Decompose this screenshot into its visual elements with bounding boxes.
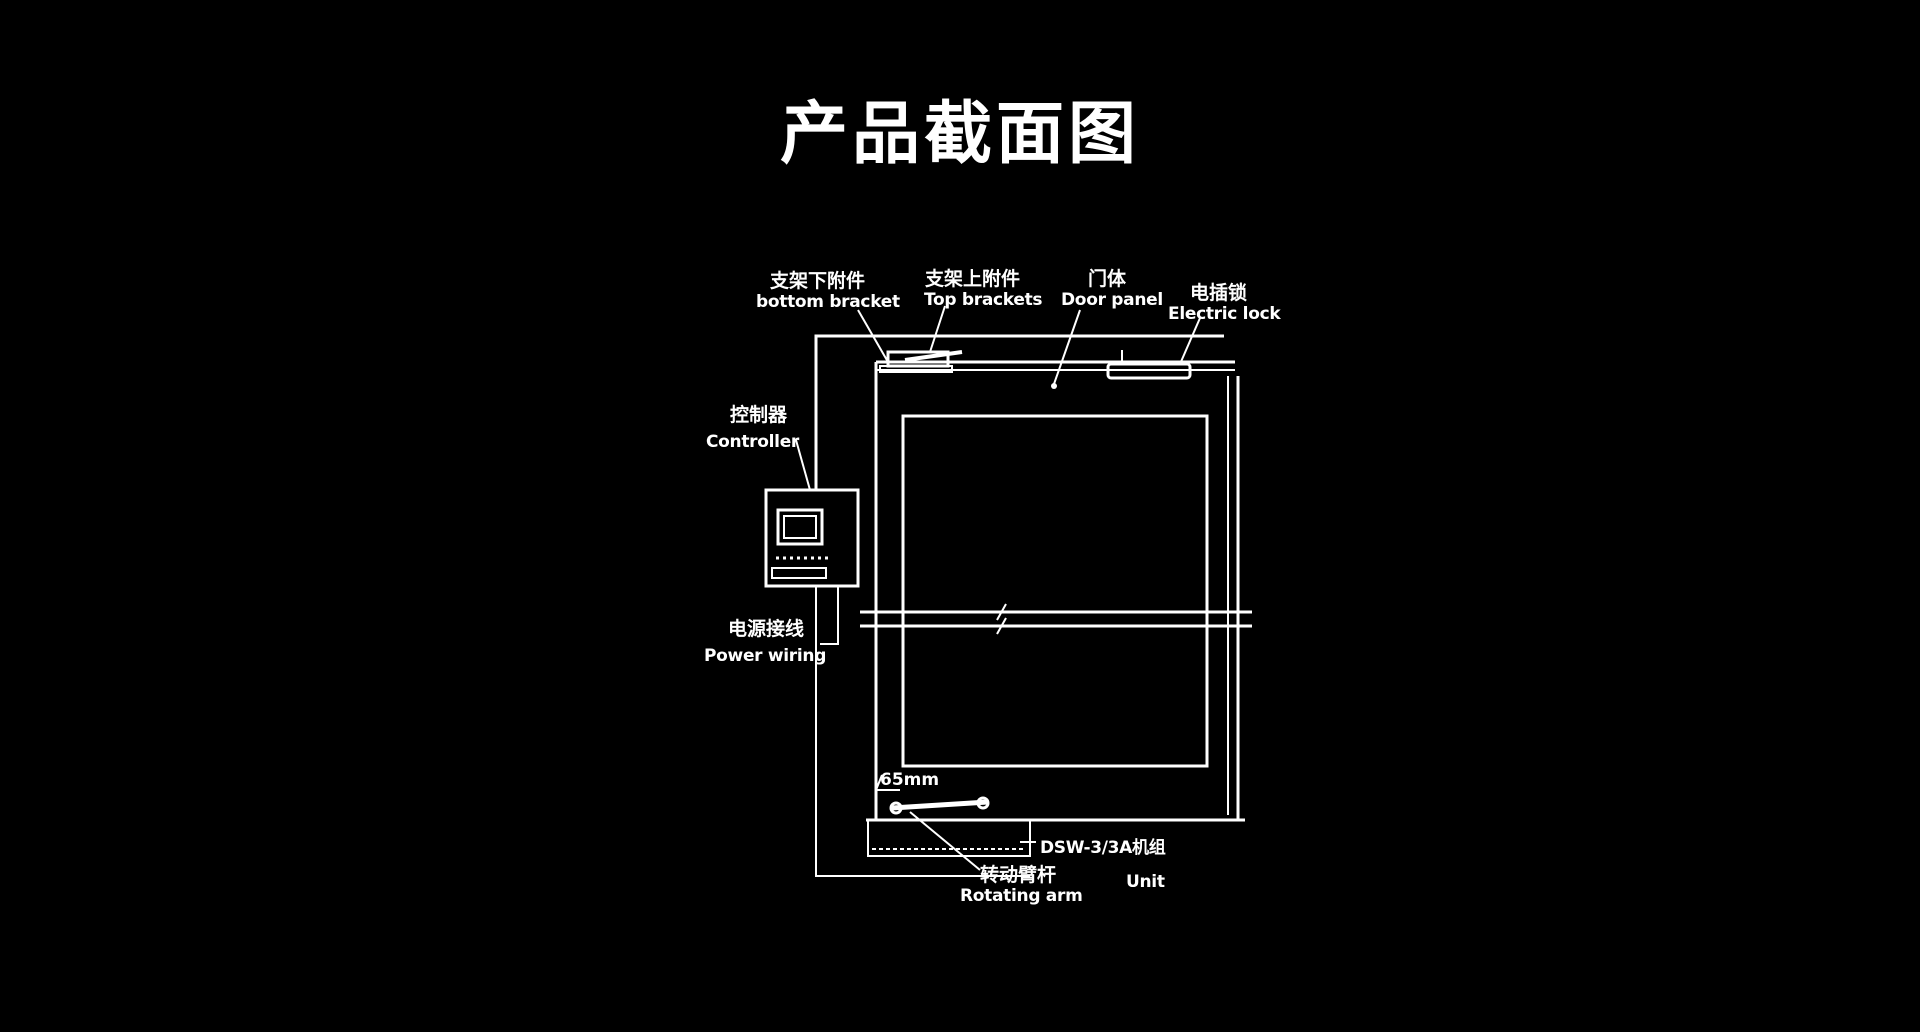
break-mark-2 [996, 617, 1007, 635]
break-mark-1 [996, 603, 1007, 621]
leader-controller [795, 439, 811, 491]
top-brackets-label-en: Top brackets [924, 290, 1043, 310]
controller-label-zh: 控制器 [730, 404, 788, 426]
controller-terminal [771, 567, 827, 579]
top-brackets-label-zh: 支架上附件 [925, 268, 1021, 290]
controller-screen-inner [783, 515, 817, 539]
bottom-bracket-label-zh: 支架下附件 [770, 270, 866, 292]
controller-label-en: Controller [706, 432, 800, 452]
rotating-arm-label-zh: 转动臂杆 [980, 864, 1057, 886]
electric-lock-label-en: Electric lock [1168, 304, 1281, 324]
door-panel-label-zh: 门体 [1088, 268, 1127, 290]
unit-model-label: DSW-3/3A机组 [1040, 838, 1166, 858]
door-panel-rect [901, 414, 1209, 768]
power-wiring-label-en: Power wiring [704, 646, 827, 666]
top-bracket-base [879, 365, 953, 373]
page-title: 产品截面图 [779, 95, 1140, 174]
door-panel-point [1051, 383, 1057, 389]
dimension-tick [875, 774, 883, 791]
rotating-arm [891, 799, 989, 811]
floor-unit-box [867, 819, 1031, 857]
wire-to-top [814, 334, 1224, 490]
unit-label-en: Unit [1126, 872, 1165, 892]
arm-end [976, 796, 990, 810]
door-panel-label-en: Door panel [1061, 290, 1163, 310]
power-wiring-label-zh: 电源接线 [728, 618, 805, 640]
bottom-bracket-label-en: bottom bracket [756, 292, 900, 312]
electric-lock-label-zh: 电插锁 [1190, 282, 1248, 304]
wire-to-bottom [815, 586, 1030, 877]
rotating-arm-label-en: Rotating arm [960, 886, 1083, 906]
leader-top-brackets [929, 305, 946, 353]
power-wiring-line [820, 586, 839, 645]
dimension-label: 65mm [880, 770, 940, 790]
controller-screen [776, 508, 824, 546]
electric-lock [1106, 362, 1192, 380]
leader-rotating-arm [909, 811, 981, 871]
top-bracket-arm [904, 350, 963, 362]
controller-box [764, 488, 860, 588]
arm-pivot [889, 801, 903, 815]
leader-door-panel [1053, 309, 1081, 385]
leader-electric-lock [1179, 317, 1201, 365]
leader-bottom-bracket [857, 309, 889, 363]
